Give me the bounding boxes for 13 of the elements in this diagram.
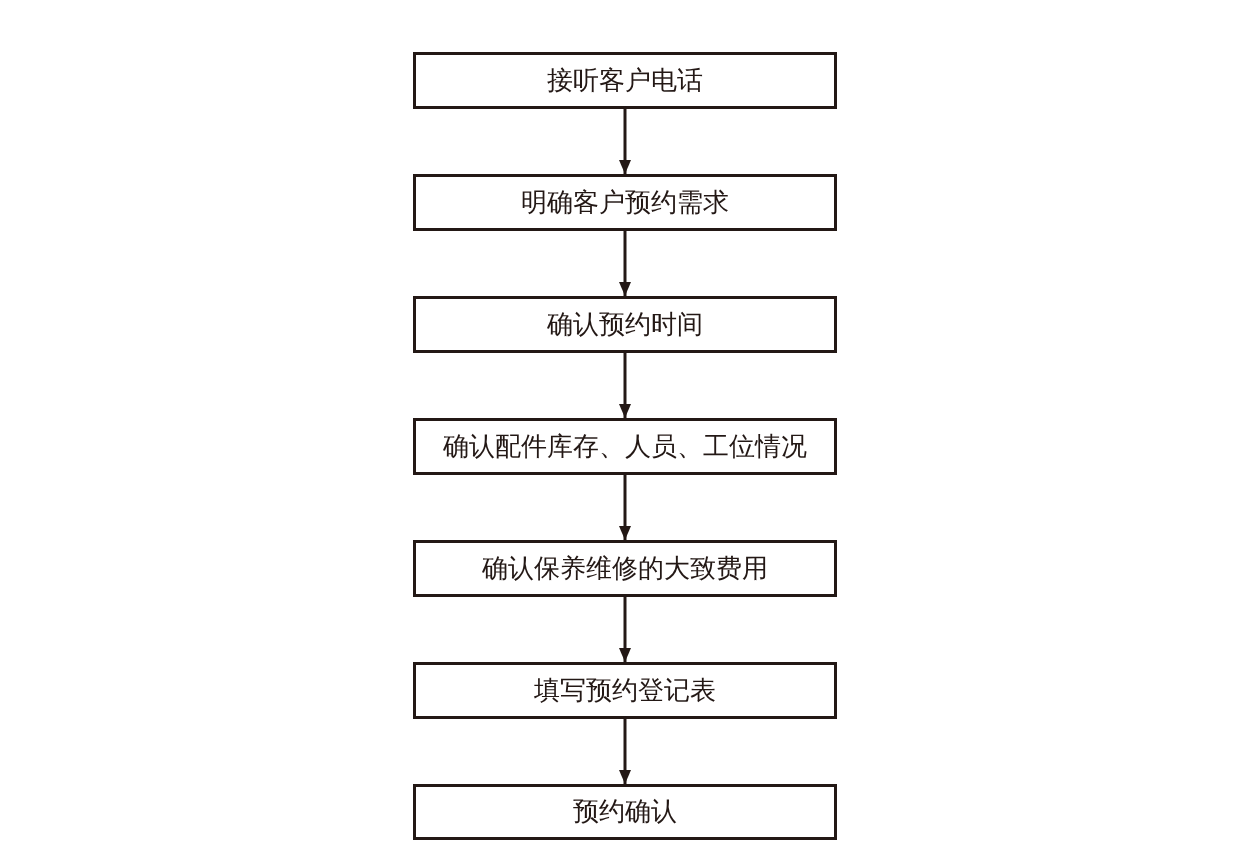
arrow <box>619 231 631 296</box>
process-box: 明确客户预约需求 <box>413 174 837 231</box>
arrow <box>619 353 631 418</box>
arrow <box>619 475 631 540</box>
arrow <box>619 719 631 784</box>
process-box: 填写预约登记表 <box>413 662 837 719</box>
process-box: 确认预约时间 <box>413 296 837 353</box>
process-box: 确认配件库存、人员、工位情况 <box>413 418 837 475</box>
process-box: 接听客户电话 <box>413 52 837 109</box>
arrow <box>619 597 631 662</box>
arrow <box>619 109 631 174</box>
process-box: 确认保养维修的大致费用 <box>413 540 837 597</box>
process-box: 预约确认 <box>413 784 837 840</box>
